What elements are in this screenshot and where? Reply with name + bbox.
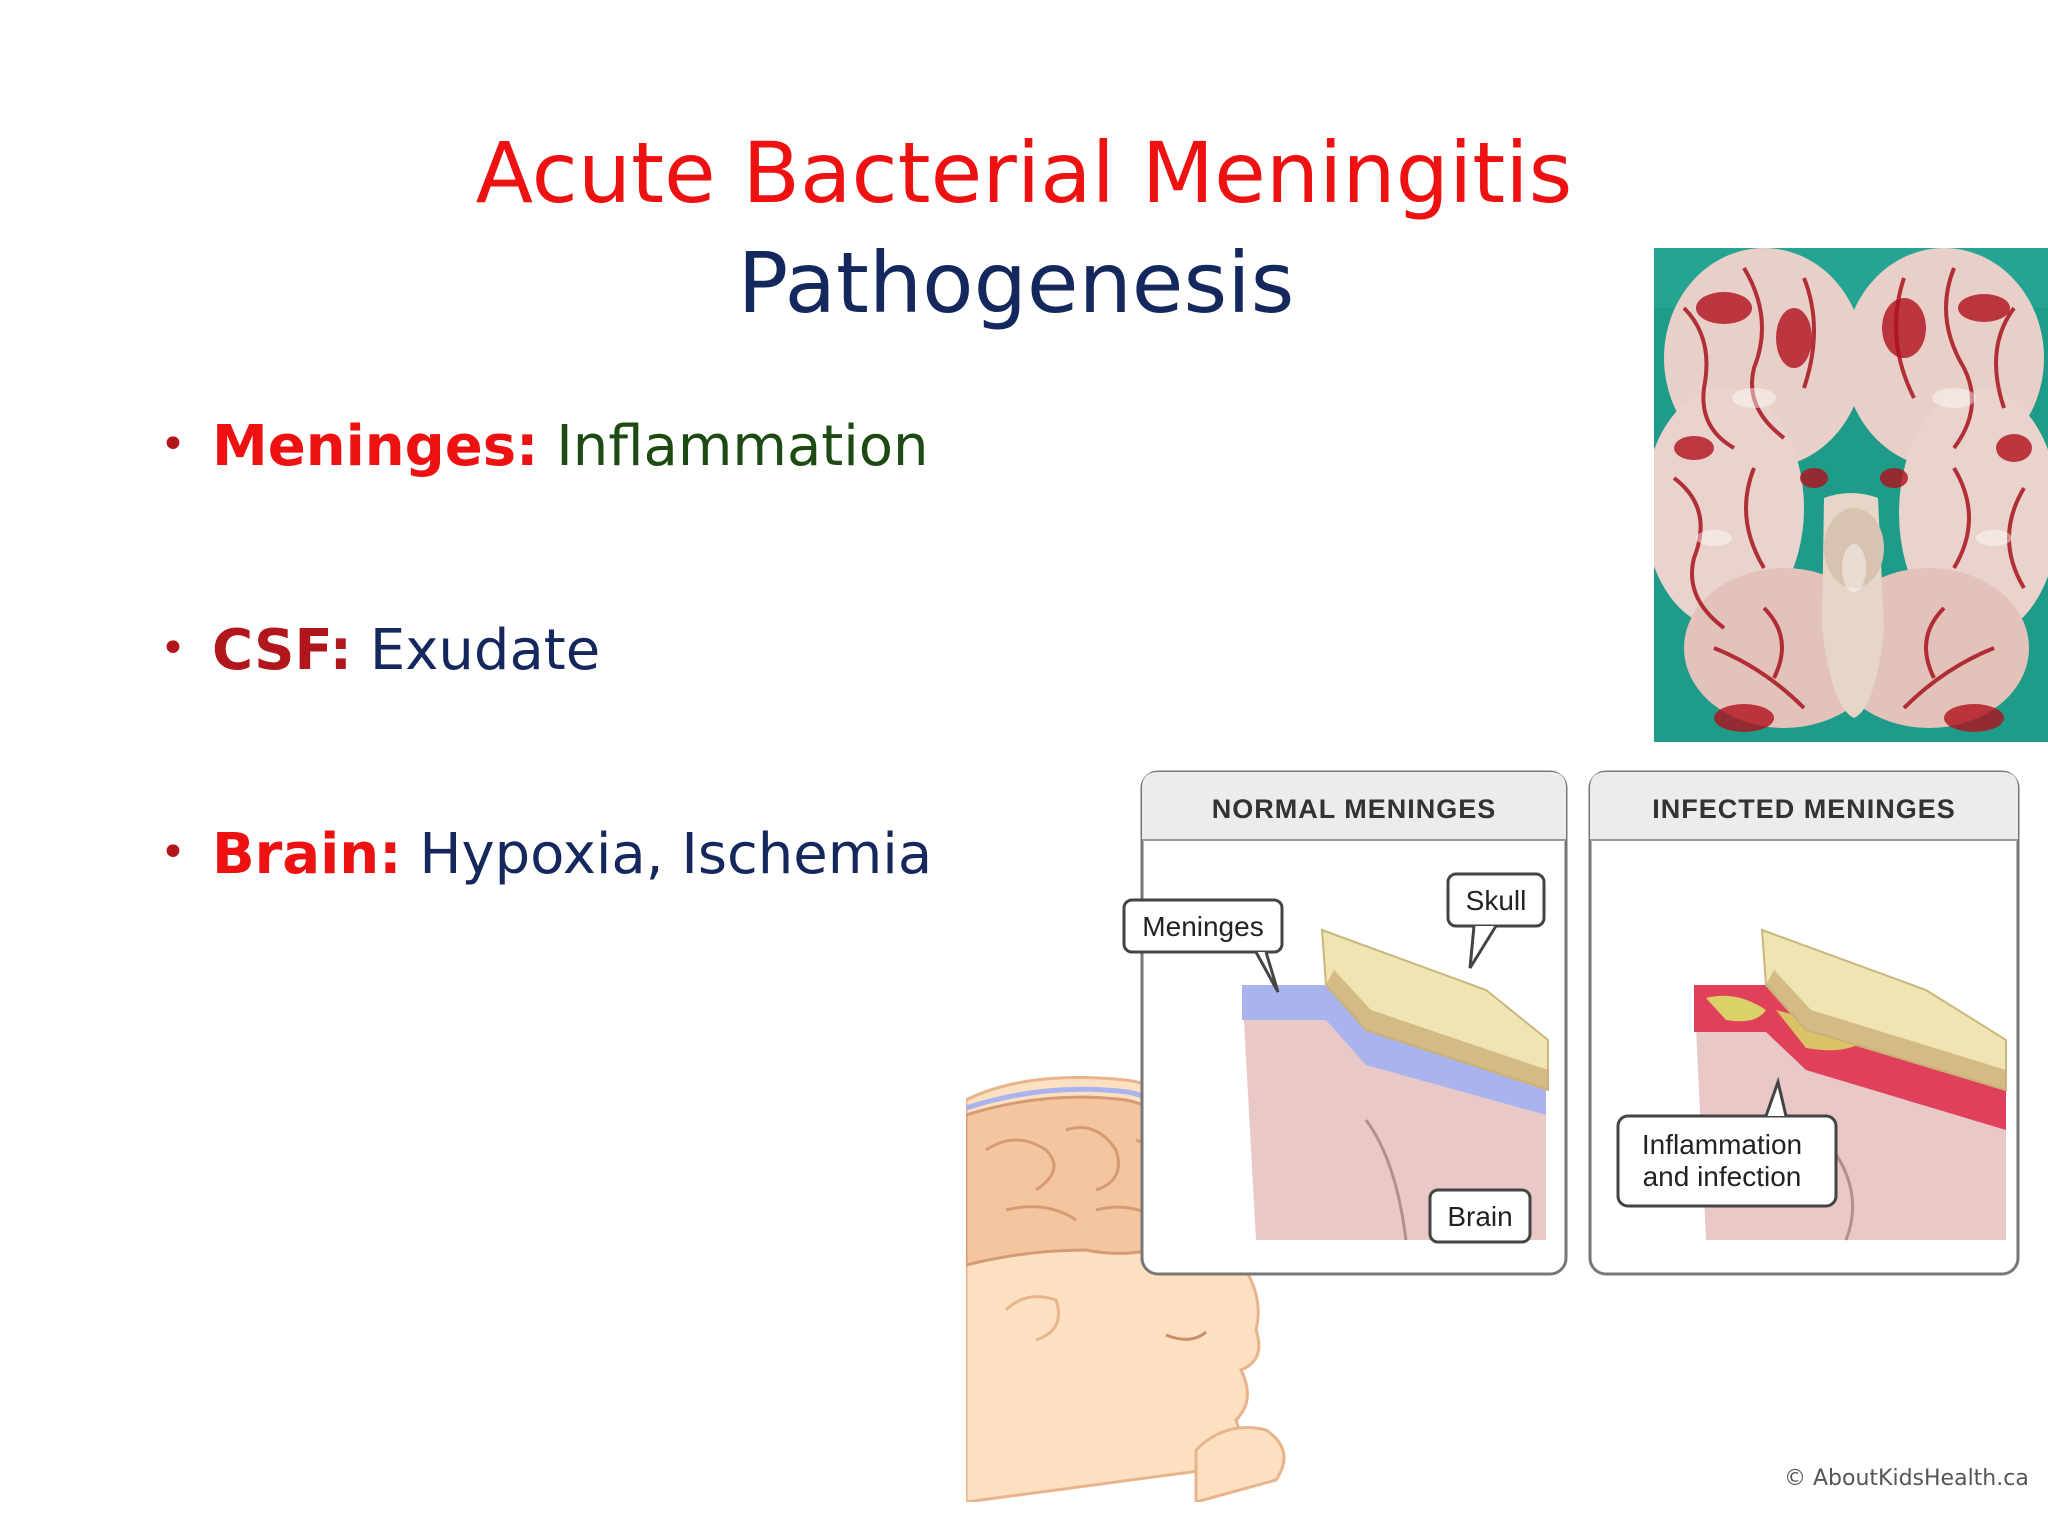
label-inflammation-line1: Inflammation — [1642, 1129, 1802, 1160]
label-meninges: Meninges — [1142, 911, 1263, 942]
bullet-term: CSF: — [212, 618, 353, 683]
bullet-glyph: • — [160, 827, 186, 878]
bullet-term: Brain: — [212, 822, 402, 887]
bullet-item-brain: • Brain: Hypoxia, Ischemia — [160, 818, 932, 890]
panel-normal-meninges: NORMAL MENINGES Meninges Skull Brain — [1122, 770, 1568, 1276]
panel-infected-meninges: INFECTED MENINGES Inflammation and infec… — [1588, 770, 2020, 1276]
bullet-text: Inflammation — [556, 414, 929, 479]
bullet-item-meninges: • Meninges: Inflammation — [160, 410, 929, 482]
bullet-glyph: • — [160, 623, 186, 674]
meninges-illustration: NORMAL MENINGES Meninges Skull Brain — [966, 770, 2020, 1502]
slide-title: Acute Bacterial Meningitis Pathogenesis — [0, 118, 2048, 338]
title-line-sub: Pathogenesis — [737, 234, 1295, 332]
callout-inflammation: Inflammation and infection — [1616, 1076, 1838, 1208]
bullet-term: Meninges: — [212, 414, 539, 479]
callout-brain: Brain — [1428, 1188, 1532, 1244]
callout-skull: Skull — [1446, 872, 1546, 969]
title-line-main: Acute Bacterial Meningitis — [475, 124, 1573, 222]
copyright-notice: © AboutKidsHealth.ca — [1784, 1466, 2029, 1491]
panel-normal-title: NORMAL MENINGES — [1212, 794, 1497, 824]
bullet-item-csf: • CSF: Exudate — [160, 614, 600, 686]
callout-meninges: Meninges — [1122, 898, 1284, 993]
label-brain: Brain — [1447, 1201, 1512, 1232]
brain-autopsy-photo — [1654, 248, 2048, 742]
bullet-text: Hypoxia, Ischemia — [419, 822, 933, 887]
panel-infected-title: INFECTED MENINGES — [1652, 794, 1956, 824]
label-inflammation-line2: and infection — [1643, 1161, 1802, 1192]
label-skull: Skull — [1466, 885, 1527, 916]
bullet-glyph: • — [160, 419, 186, 470]
bullet-text: Exudate — [369, 618, 601, 683]
